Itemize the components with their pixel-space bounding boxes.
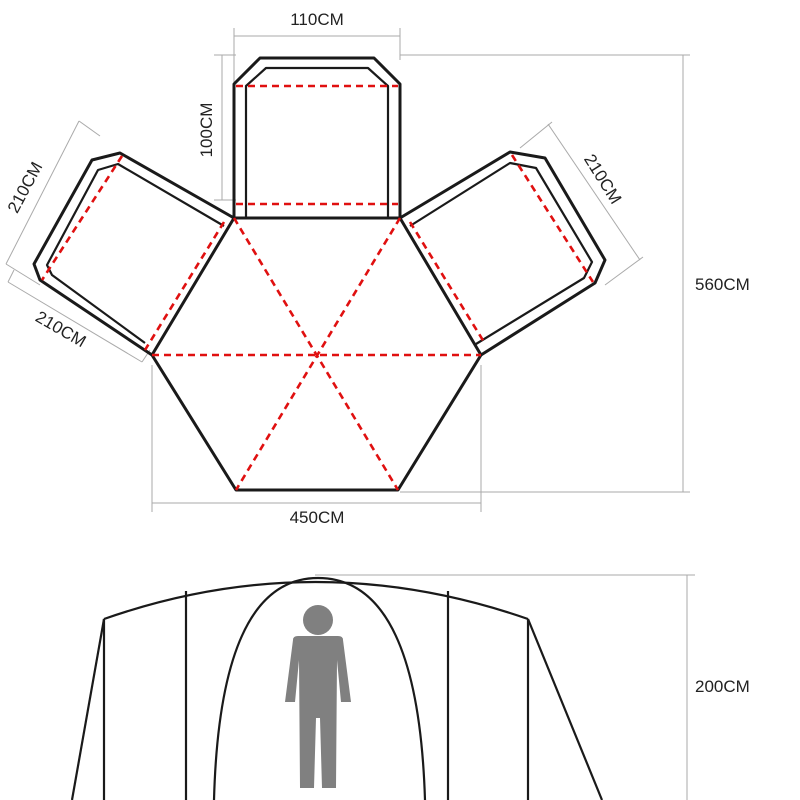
dimension-guides <box>5 28 695 800</box>
red-dashed-lines <box>40 84 595 491</box>
right-room <box>399 150 607 357</box>
total-depth-label: 560CM <box>695 275 750 294</box>
top-room-depth-label: 100CM <box>197 103 216 158</box>
tent-floor-plan <box>32 56 607 492</box>
hub-width-label: 450CM <box>290 508 345 527</box>
person-silhouette-icon <box>285 605 351 788</box>
height-label: 200CM <box>695 677 750 696</box>
left-room-outer-label: 210CM <box>4 159 47 216</box>
tent-side-view <box>70 576 604 800</box>
right-room-label: 210CM <box>580 151 625 208</box>
top-room-width-label: 110CM <box>290 10 344 29</box>
top-room <box>232 56 402 218</box>
left-room <box>32 151 235 357</box>
